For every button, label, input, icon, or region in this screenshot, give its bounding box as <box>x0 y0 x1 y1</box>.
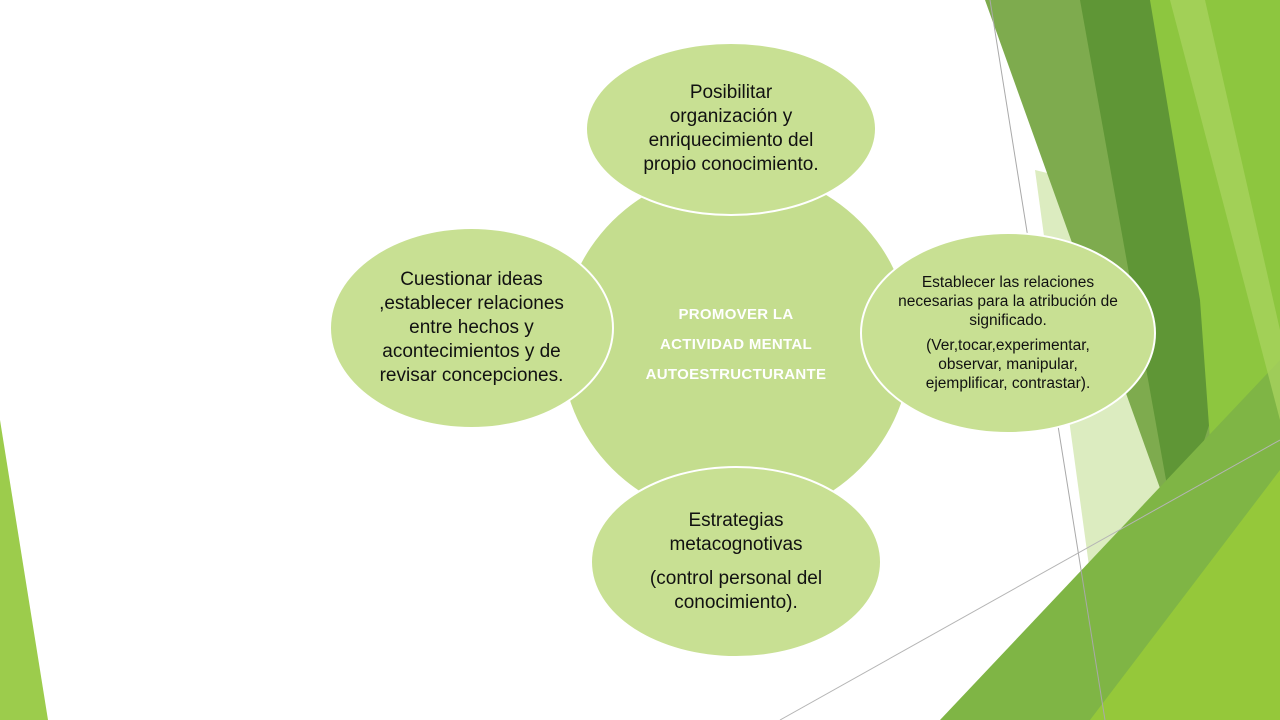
thin-line-2 <box>779 439 1280 720</box>
top-ellipse-text: Posibilitar organización y enriquecimien… <box>643 82 819 175</box>
central-circle: PROMOVER LA ACTIVIDAD MENTAL AUTOESTRUCT… <box>561 170 911 520</box>
bottom-ellipse-text-2: (control personal del conocimiento). <box>649 568 823 613</box>
right-ellipse: Establecer las relaciones necesarias par… <box>860 232 1156 434</box>
center-title-line-2: ACTIVIDAD MENTAL <box>659 336 812 353</box>
right-ellipse-text: Establecer las relaciones necesarias par… <box>898 274 1118 329</box>
top-ellipse: Posibilitar organización y enriquecimien… <box>585 42 877 216</box>
center-title-line-3: AUTOESTRUCTURANTE <box>645 366 827 383</box>
center-title-line-1: PROMOVER LA <box>678 306 794 323</box>
left-green-wedge <box>0 420 48 720</box>
bottom-ellipse: Estrategias metacognotivas (control pers… <box>590 466 882 658</box>
right-bottom-bright <box>1090 470 1280 720</box>
bottom-ellipse-text: Estrategias metacognotivas <box>669 510 803 555</box>
left-ellipse-text: Cuestionar ideas ,establecer relaciones … <box>379 269 564 386</box>
right-pale-stripe <box>1170 0 1280 420</box>
left-ellipse: Cuestionar ideas ,establecer relaciones … <box>329 227 614 429</box>
right-ellipse-text-2: (Ver,tocar,experimentar, observar, manip… <box>925 337 1091 392</box>
